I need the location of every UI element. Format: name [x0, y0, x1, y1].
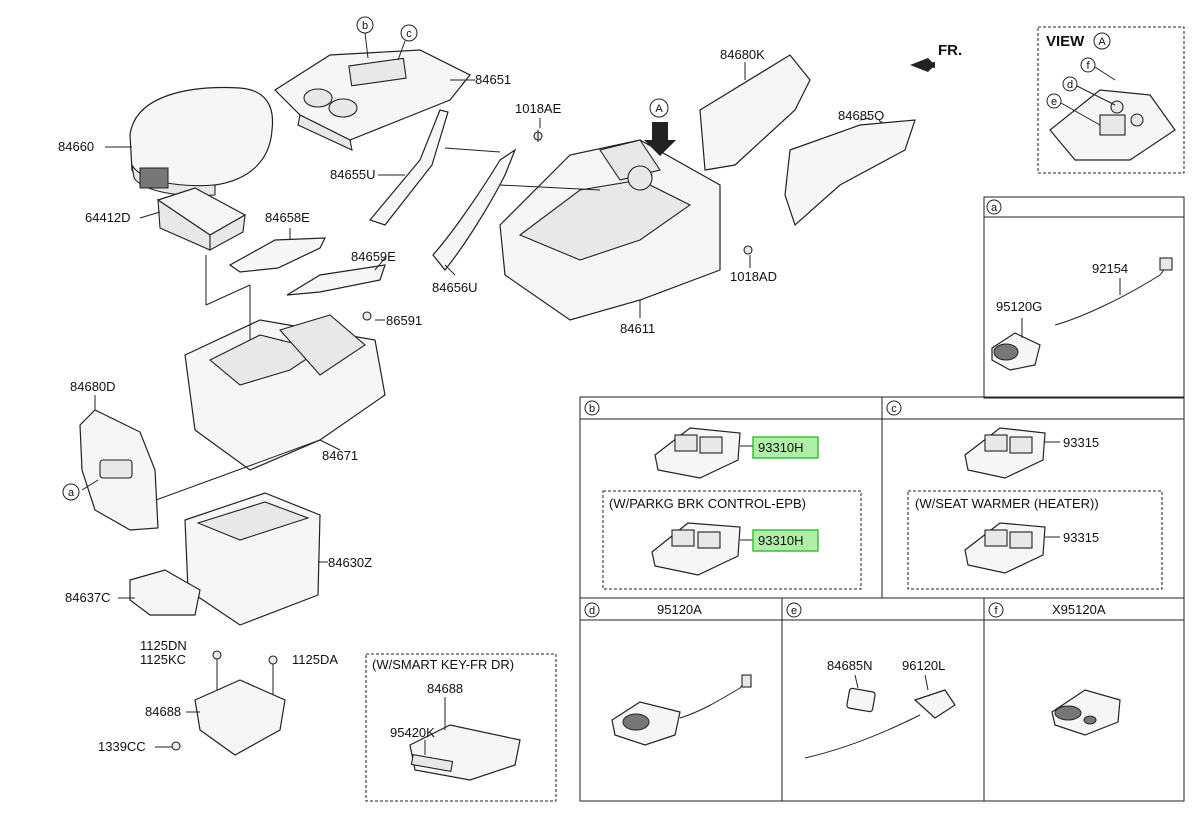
end-panel-socket [99, 459, 133, 479]
label-1018AE: 1018AE [515, 101, 562, 116]
svg-text:b: b [589, 403, 595, 415]
callout-a-main: a [62, 483, 80, 501]
epb-frame [602, 490, 862, 590]
highlight-93310H-2 [752, 529, 819, 552]
detail-a-frame [983, 196, 1185, 399]
detail-a: a 92154 95120G [986, 199, 1173, 371]
trim-84655U [368, 109, 449, 226]
label-93315-2: 93315 [1063, 530, 1099, 545]
svg-text:f: f [1086, 60, 1090, 72]
label-1339CC: 1339CC [98, 739, 146, 754]
detail-e: e 84685N 96120L [786, 602, 956, 759]
label-84611: 84611 [620, 321, 655, 336]
view-label: VIEW [1046, 33, 1085, 50]
label-84680K: 84680K [720, 47, 765, 62]
label-95120A: 95120A [657, 602, 702, 617]
label-84685Q: 84685Q [838, 108, 884, 123]
label-84688-smart-key: 84688 [427, 681, 463, 696]
front-console-84611 [499, 139, 721, 321]
svg-text:c: c [891, 403, 897, 415]
label-96120L: 96120L [902, 658, 945, 673]
tray-64412D [156, 187, 247, 251]
view-a-frame [1037, 26, 1185, 174]
view-a-detail: VIEW A f d e [1046, 32, 1176, 161]
detail-d: d 95120A [584, 602, 752, 746]
svg-text:d: d [589, 605, 595, 617]
label-1125DN: 1125DN [140, 638, 187, 653]
label-86591: 86591 [386, 313, 422, 328]
view-a-circle-label: A [1098, 36, 1106, 48]
label-84651: 84651 [475, 72, 511, 87]
label-95120G: 95120G [996, 299, 1042, 314]
label-84656U: 84656U [432, 280, 478, 295]
label-84630Z: 84630Z [328, 555, 372, 570]
front-label: FR. [938, 42, 962, 59]
trim-84659E [286, 264, 386, 296]
bolts [171, 130, 753, 751]
svg-text:b: b [362, 20, 368, 32]
label-1018AD: 1018AD [730, 269, 777, 284]
svg-text:e: e [791, 605, 797, 617]
label-84637C: 84637C [65, 590, 111, 605]
label-84660: 84660 [58, 139, 94, 154]
storage-84630Z [184, 492, 321, 626]
side-panel-84685Q [784, 119, 916, 227]
label-84658E: 84658E [265, 210, 310, 225]
label-64412D: 64412D [85, 210, 131, 225]
label-95420K: 95420K [390, 725, 435, 740]
svg-text:d: d [1067, 79, 1073, 91]
label-93310H-1: 93310H [758, 440, 804, 455]
view-a-arrow-label: A [655, 103, 663, 115]
armrest-84660 [129, 86, 274, 197]
label-1125DA: 1125DA [292, 652, 338, 667]
svg-text:e: e [1051, 96, 1057, 108]
lower-console-84671 [184, 314, 386, 471]
smart-key-header: (W/SMART KEY-FR DR) [372, 657, 514, 672]
seat-warmer-frame [907, 490, 1163, 590]
bracket-84637C [129, 569, 201, 616]
detail-frames [365, 26, 1185, 802]
svg-text:c: c [406, 28, 412, 40]
front-arrow-icon [910, 58, 935, 72]
seat-warmer-header: (W/SEAT WARMER (HEATER)) [915, 496, 1099, 511]
callout-c-main: c [397, 24, 418, 61]
label-93310H-2: 93310H [758, 533, 804, 548]
svg-text:f: f [994, 605, 998, 617]
label-84659E: 84659E [351, 249, 396, 264]
label-93315-1: 93315 [1063, 435, 1099, 450]
svg-text:a: a [68, 487, 75, 499]
label-X95120A: X95120A [1052, 602, 1106, 617]
detail-c: c 93315 (W/SEAT WARMER (HEATER)) 93315 [886, 400, 1099, 574]
detail-b: b 93310H (W/PARKG BRK CONTROL-EPB) 93310… [584, 400, 819, 576]
view-a-arrow [644, 122, 676, 156]
label-84671: 84671 [322, 448, 358, 463]
side-panel-84680K [699, 54, 811, 171]
svg-text:a: a [991, 202, 998, 214]
trim-84656U [432, 148, 517, 271]
smart-key-frame [365, 653, 557, 802]
leader-lines [81, 62, 871, 755]
label-84685N: 84685N [827, 658, 873, 673]
bracket-84688 [194, 679, 286, 756]
label-1125KC: 1125KC [140, 652, 186, 667]
detail-f: f X95120A [988, 602, 1121, 736]
label-84680D: 84680D [70, 379, 116, 394]
trim-84658E [228, 237, 326, 273]
label-92154: 92154 [1092, 261, 1128, 276]
part-labels: 84651 84660 64412D 84658E 84655U 1018AE … [58, 47, 884, 754]
upper-console-84651 [274, 49, 471, 151]
label-84655U: 84655U [330, 167, 376, 182]
highlight-93310H-1 [752, 436, 819, 459]
epb-header: (W/PARKG BRK CONTROL-EPB) [609, 496, 806, 511]
label-84688: 84688 [145, 704, 181, 719]
callout-b-main: b [356, 16, 374, 59]
